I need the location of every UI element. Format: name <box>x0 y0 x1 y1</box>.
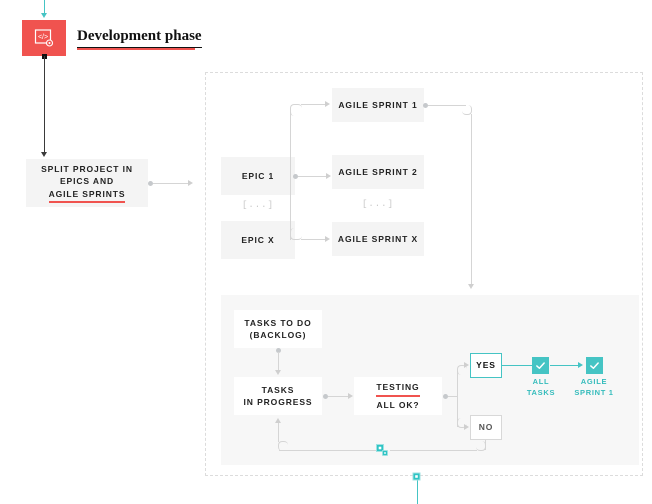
epic-1-label: EPIC 1 <box>241 170 275 181</box>
all-tasks-to-sprint-arrow <box>578 361 583 368</box>
epic-x-node[interactable]: EPIC X <box>221 221 295 259</box>
agile-sprint-2-label: AGILE SPRINT 2 <box>338 166 418 177</box>
split-project-node[interactable]: SPLIT PROJECT IN EPICS AND AGILE SPRINTS <box>26 159 148 207</box>
agile-sprint-1-node[interactable]: AGILE SPRINT 1 <box>332 88 424 122</box>
tasks-to-do-line2: (BACKLOG) <box>249 330 307 340</box>
bus-to-sprint1-line <box>301 104 325 105</box>
loop-elbow <box>278 441 288 451</box>
decision-no-label: NO <box>478 422 494 433</box>
bus-to-sprintx-arrow <box>325 235 330 242</box>
check-icon <box>536 362 545 369</box>
exit-gear-node <box>411 470 423 488</box>
sprint-distribution-bus <box>290 110 291 240</box>
progress-out-dot <box>323 393 328 399</box>
sprint1-down-line <box>471 114 472 284</box>
epics-ellipsis: [...] <box>241 200 274 210</box>
testing-line2: ALL OK? <box>376 399 420 410</box>
agile-sprint-x-node[interactable]: AGILE SPRINT X <box>332 222 424 256</box>
epic-to-sprint2-arrow <box>326 172 331 179</box>
tasks-to-do-node[interactable]: TASKS TO DO (BACKLOG) <box>234 310 322 348</box>
sprint1-right-line <box>428 105 466 106</box>
gear-node-icon <box>376 444 388 456</box>
agile-sprint-2-node[interactable]: AGILE SPRINT 2 <box>332 155 424 189</box>
split-to-epics-arrow <box>188 179 193 186</box>
all-tasks-line1: ALL <box>532 377 550 386</box>
sprints-ellipsis: [...] <box>361 199 394 209</box>
tasks-in-progress-line1: TASKS <box>261 384 295 395</box>
progress-to-testing-line <box>328 396 348 397</box>
backlog-to-progress-line <box>278 352 279 370</box>
phase-to-split-arrow <box>40 152 47 157</box>
backlog-to-progress-arrow <box>274 370 281 375</box>
agile-sprint-done-line2: SPRINT 1 <box>574 388 614 398</box>
title-red-rule <box>77 48 195 50</box>
loop-up-line <box>278 423 279 442</box>
agile-sprint-1-label: AGILE SPRINT 1 <box>338 99 418 110</box>
epic-1-out-dot <box>293 173 298 179</box>
sprint1-out-dot <box>423 102 428 108</box>
branch-elbow-yes <box>457 365 467 375</box>
agile-sprint-done-line1: AGILE <box>580 377 608 386</box>
gear-node-icon <box>412 472 421 481</box>
split-project-line3: AGILE SPRINTS <box>48 188 126 203</box>
split-project-line2: EPICS AND <box>59 176 115 187</box>
bus-to-sprintx-line <box>301 239 325 240</box>
phase-to-split-line <box>43 56 45 154</box>
decision-no-node[interactable]: NO <box>470 415 502 440</box>
entry-arrow-head <box>40 13 47 18</box>
testing-line1: TESTING <box>376 381 420 397</box>
loop-line-right <box>390 450 477 451</box>
entry-connector-line <box>44 0 46 14</box>
branch-to-yes-arrow <box>464 361 469 368</box>
tasks-to-do-line1: TASKS TO DO <box>244 317 312 328</box>
all-tasks-line2: TASKS <box>526 388 556 398</box>
bus-to-sprint1-arrow <box>325 100 330 107</box>
agile-sprint-done-label: AGILE SPRINT 1 <box>571 376 617 399</box>
svg-text:</>: </> <box>38 34 48 41</box>
agile-sprint-check-tile <box>586 357 603 374</box>
all-tasks-label: ALL TASKS <box>520 376 562 399</box>
split-out-dot <box>148 180 153 186</box>
progress-to-testing-arrow <box>348 392 353 399</box>
all-tasks-to-sprint-line <box>550 365 578 367</box>
code-gear-icon: </> <box>34 29 54 47</box>
check-icon <box>590 362 599 369</box>
decision-branch-bus <box>457 371 458 427</box>
epic-to-bus-line <box>298 176 326 177</box>
decision-yes-node[interactable]: YES <box>470 353 502 378</box>
development-scope-container <box>205 72 643 476</box>
tasks-in-progress-line2: IN PROGRESS <box>243 397 313 407</box>
yes-to-all-tasks-line <box>502 365 532 367</box>
loop-gear-node[interactable] <box>376 444 390 462</box>
testing-to-branch-line <box>448 396 457 397</box>
loop-line-left <box>279 450 379 451</box>
phase-icon-tile: </> <box>22 20 66 56</box>
tasks-in-progress-node[interactable]: TASKS IN PROGRESS <box>234 377 322 415</box>
sprint1-elbow <box>462 105 472 115</box>
branch-elbow-no <box>457 418 467 428</box>
epic-x-label: EPIC X <box>241 234 275 245</box>
split-project-line1: SPLIT PROJECT IN <box>41 164 133 175</box>
bus-elbow-bottom <box>290 228 302 240</box>
testing-node[interactable]: TESTING ALL OK? <box>354 377 442 415</box>
bus-elbow-top <box>290 104 302 116</box>
decision-yes-label: YES <box>476 360 496 371</box>
backlog-out-dot <box>275 348 281 353</box>
testing-out-dot <box>443 393 448 399</box>
loop-to-progress-arrow <box>274 418 281 423</box>
split-to-epics-line <box>153 183 188 184</box>
agile-sprint-x-label: AGILE SPRINT X <box>337 233 419 244</box>
sprint1-down-arrow <box>468 284 474 289</box>
branch-to-no-arrow <box>464 423 469 430</box>
exit-connector-line <box>417 476 419 504</box>
no-elbow <box>476 441 486 451</box>
page-title: Development phase <box>77 28 202 48</box>
epic-1-node[interactable]: EPIC 1 <box>221 157 295 195</box>
all-tasks-check-tile <box>532 357 549 374</box>
